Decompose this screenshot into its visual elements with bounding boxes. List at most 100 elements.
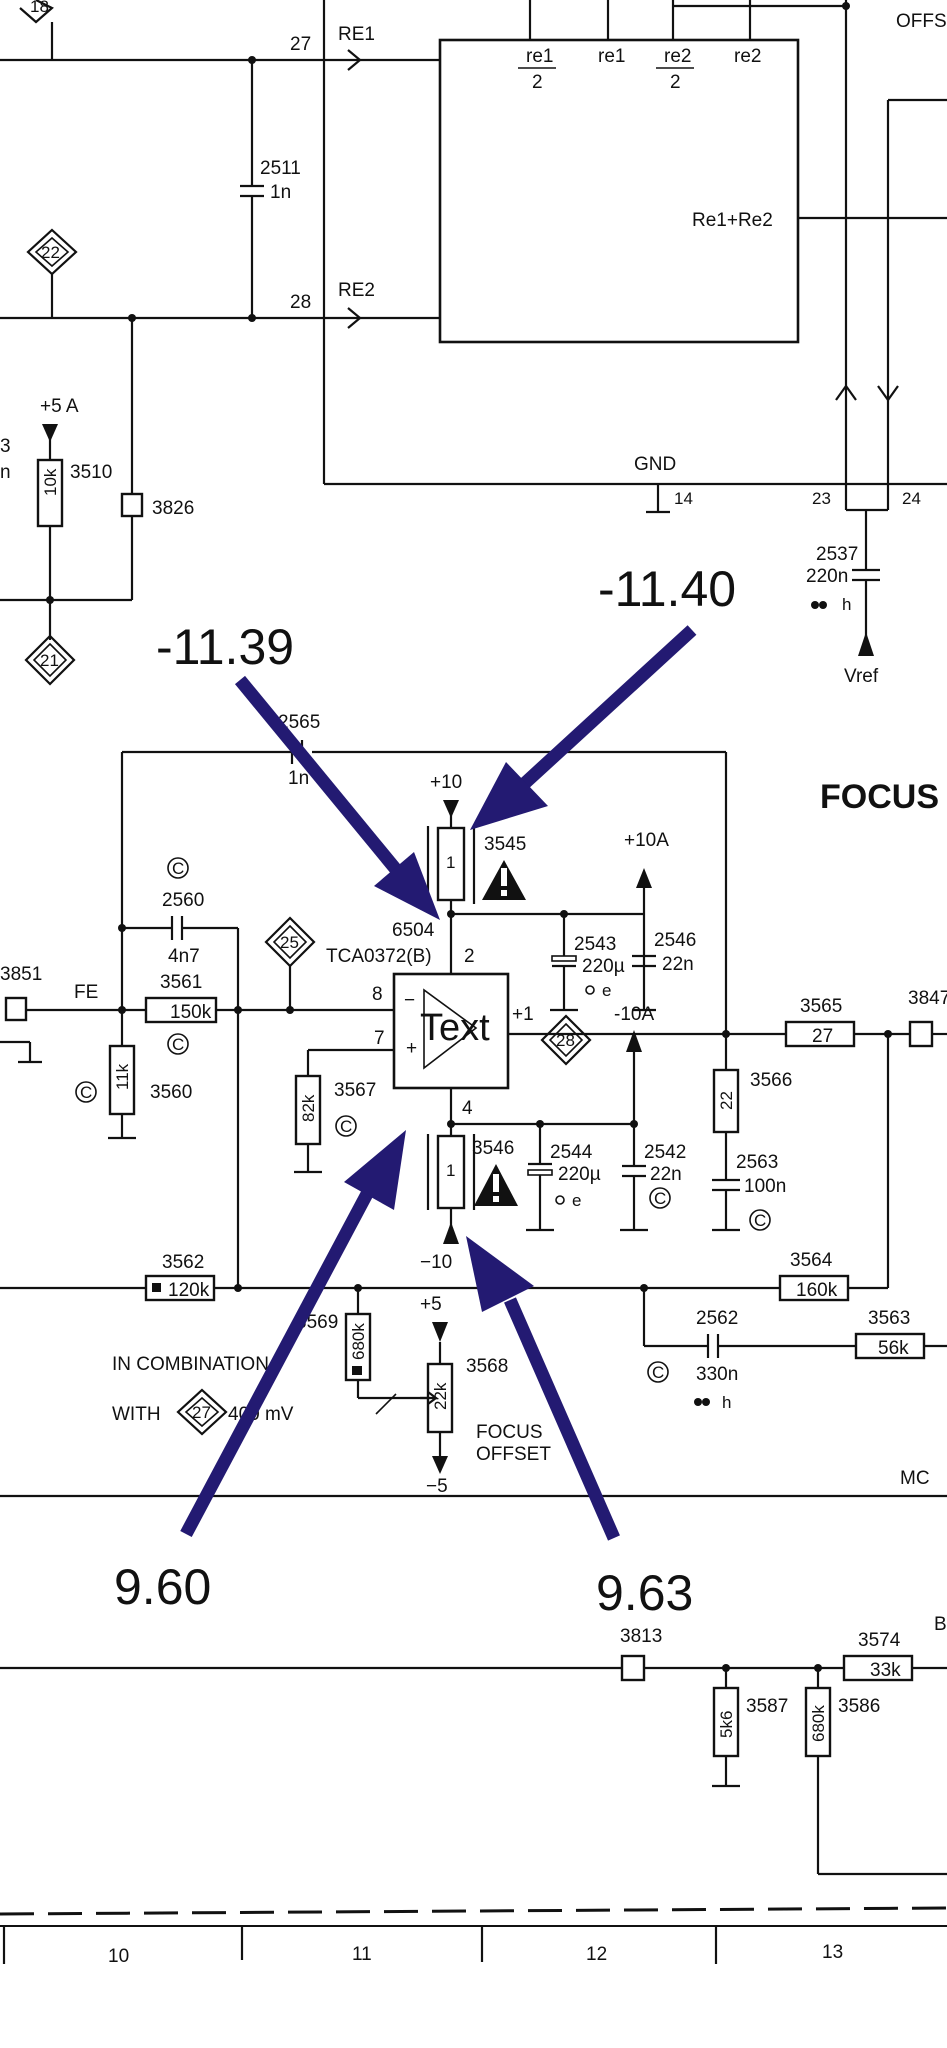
svg-text:22: 22 <box>41 243 60 262</box>
svg-text:WITH: WITH <box>112 1404 161 1425</box>
svg-text:B: B <box>934 1614 947 1635</box>
svg-text:220µ: 220µ <box>582 956 625 977</box>
svg-text:+: + <box>406 1038 417 1059</box>
focus-section: FOCUS 2565 1n C 2560 4n7 3851 FE <box>0 712 947 1498</box>
svg-text:2562: 2562 <box>696 1308 738 1329</box>
arrow-2 <box>470 625 697 830</box>
svg-text:680k: 680k <box>349 1323 368 1360</box>
svg-text:220n: 220n <box>806 566 848 587</box>
svg-text:+10: +10 <box>430 772 462 793</box>
svg-text:re1: re1 <box>598 46 625 67</box>
svg-text:+1: +1 <box>512 1004 534 1025</box>
svg-text:3546: 3546 <box>472 1138 514 1159</box>
svg-text:3851: 3851 <box>0 964 42 985</box>
svg-text:22k: 22k <box>431 1382 450 1410</box>
svg-text:82k: 82k <box>299 1094 318 1122</box>
svg-text:C: C <box>340 1117 352 1136</box>
resistor-3567: 82k 3567 C <box>294 1074 376 1174</box>
svg-text:2: 2 <box>670 72 681 93</box>
svg-text:28: 28 <box>290 292 311 313</box>
capacitor-2562: 2562 330n h C <box>642 1288 856 1412</box>
svg-text:18: 18 <box>30 0 49 16</box>
svg-text:C: C <box>652 1363 664 1382</box>
svg-text:8: 8 <box>372 984 383 1005</box>
resistor-3568: +5 22k 3568 FOCUS OFFSET −5 <box>420 1294 551 1497</box>
arrow-1 <box>234 675 440 920</box>
top-section: 18 27 RE1 28 RE2 2511 1n 22 <box>0 0 947 687</box>
svg-text:2544: 2544 <box>550 1142 593 1163</box>
svg-text:1n: 1n <box>288 768 309 789</box>
capacitor-2543: 2543 220µ e <box>550 914 625 1012</box>
node-27: 27 <box>176 1388 228 1436</box>
svg-text:330n: 330n <box>696 1364 738 1385</box>
resistor-3574: 33k 3574 B <box>842 1614 947 1682</box>
svg-text:22n: 22n <box>650 1164 682 1185</box>
svg-text:2565: 2565 <box>278 712 320 733</box>
svg-text:11k: 11k <box>113 1063 132 1090</box>
svg-text:3560: 3560 <box>150 1082 192 1103</box>
svg-text:13: 13 <box>822 1942 843 1963</box>
svg-text:3510: 3510 <box>70 462 112 483</box>
resistor-3565: 27 3565 3847 <box>726 988 947 1048</box>
svg-text:10k: 10k <box>41 468 60 496</box>
capacitor-2542: 2542 22n C <box>620 1124 686 1232</box>
svg-text:C: C <box>172 859 184 878</box>
svg-text:2542: 2542 <box>644 1142 686 1163</box>
ic-6504: Text − + 6504 TCA0372(B) 2 8 7 4 +1 <box>326 920 534 1119</box>
svg-text:e: e <box>572 1191 581 1210</box>
svg-text:2563: 2563 <box>736 1152 778 1173</box>
svg-text:25: 25 <box>280 933 299 952</box>
decoder-block <box>438 38 800 344</box>
box-3826: 3826 <box>120 314 194 600</box>
svg-text:14: 14 <box>674 489 693 508</box>
svg-text:3563: 3563 <box>868 1308 910 1329</box>
svg-text:27: 27 <box>192 1403 211 1422</box>
svg-text:27: 27 <box>812 1026 833 1047</box>
resistor-3569: 680k 3569 <box>296 1288 436 1415</box>
arrow-4 <box>466 1236 620 1541</box>
svg-text:GND: GND <box>634 454 676 475</box>
svg-text:C: C <box>654 1189 666 1208</box>
svg-text:3566: 3566 <box>750 1070 792 1091</box>
svg-text:4: 4 <box>462 1098 473 1119</box>
svg-text:OFFS: OFFS <box>896 11 947 32</box>
svg-text:FE: FE <box>74 982 98 1003</box>
resistor-3587: 5k6 3587 <box>712 1668 788 1788</box>
svg-text:−: − <box>404 990 415 1011</box>
svg-text:MC: MC <box>900 1468 930 1489</box>
svg-text:21: 21 <box>40 651 59 670</box>
resistor-3546: 1 3546 −10 <box>420 1124 518 1273</box>
svg-text:C: C <box>754 1211 766 1230</box>
resistor-3566: 22 3566 2563 100n C <box>712 1034 792 1232</box>
lower-section: 3813 33k 3574 B 5k6 3587 680k 3586 <box>0 1614 947 1967</box>
svg-text:1n: 1n <box>270 182 291 203</box>
capacitor-2560: C 2560 4n7 <box>118 857 240 1010</box>
svg-text:RE2: RE2 <box>338 280 375 301</box>
svg-text:12: 12 <box>586 1944 607 1965</box>
svg-text:+10A: +10A <box>624 830 669 851</box>
svg-text:28: 28 <box>556 1031 575 1050</box>
svg-text:3565: 3565 <box>800 996 842 1017</box>
svg-text:1: 1 <box>446 1161 455 1180</box>
svg-text:3587: 3587 <box>746 1696 788 1717</box>
svg-text:-10A: -10A <box>614 1004 654 1025</box>
svg-text:2560: 2560 <box>162 890 204 911</box>
svg-text:120k: 120k <box>168 1280 210 1301</box>
svg-text:−10: −10 <box>420 1252 452 1273</box>
svg-text:2543: 2543 <box>574 934 616 955</box>
svg-text:3586: 3586 <box>838 1696 880 1717</box>
capacitor-2511: 2511 1n <box>240 56 301 322</box>
svg-text:1: 1 <box>446 853 455 872</box>
svg-text:7: 7 <box>374 1028 385 1049</box>
svg-text:22: 22 <box>717 1091 736 1110</box>
svg-text:3: 3 <box>0 436 11 457</box>
node-25: 25 <box>264 916 316 1010</box>
node-22: 22 <box>26 228 78 318</box>
svg-text:−5: −5 <box>426 1476 448 1497</box>
arrow-3 <box>180 1130 406 1538</box>
svg-text:3561: 3561 <box>160 972 202 993</box>
measurement-1: -11.39 <box>156 619 294 675</box>
svg-text:e: e <box>602 981 611 1000</box>
svg-text:5k6: 5k6 <box>717 1711 736 1738</box>
